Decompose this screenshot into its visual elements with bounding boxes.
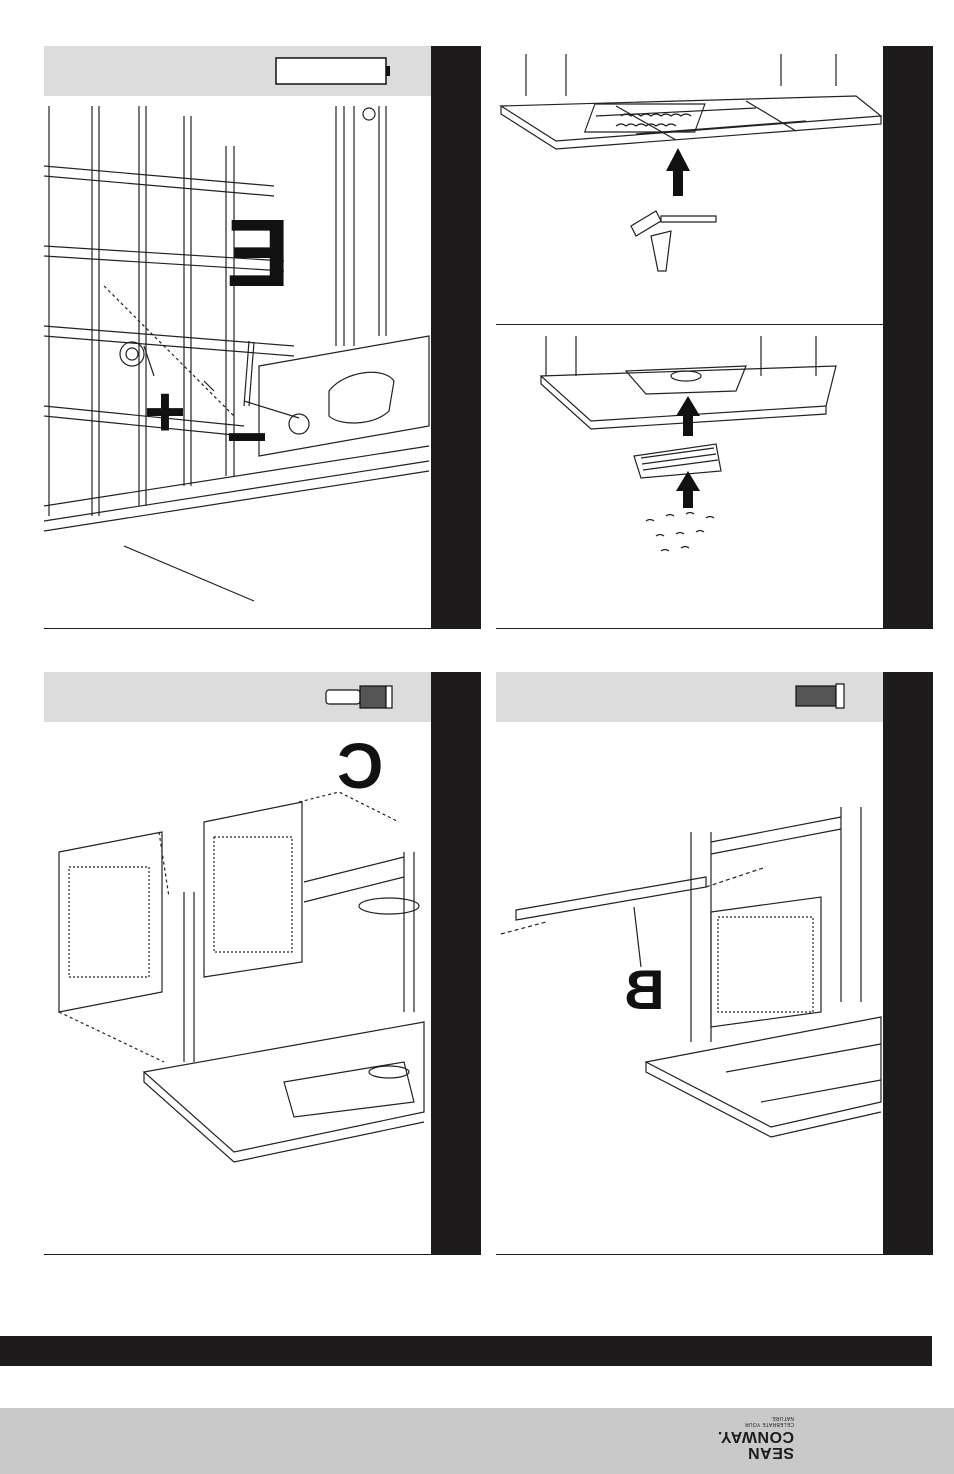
- fire-glass-and-screen-illustration: [496, 46, 933, 628]
- brand-name-line2: CONWAY.: [724, 1428, 794, 1444]
- battery-icon: [276, 58, 390, 84]
- side-panel-attach-illustration: [44, 672, 481, 1254]
- battery-connection-illustration: [44, 46, 481, 628]
- part-label-c: C: [337, 734, 383, 798]
- brand-name-line1: SEAN: [724, 1444, 794, 1460]
- step-panel-top-right: [496, 46, 933, 629]
- step-panel-bottom-right: B: [496, 672, 933, 1255]
- brand-logo: SEAN CONWAY. CELEBRATE YOUR NATURE.: [724, 1414, 794, 1460]
- screw-icon: [326, 686, 392, 708]
- footer-gray-band: [0, 1408, 954, 1474]
- minus-sign: −: [226, 401, 268, 473]
- footer-dark-bar: [0, 1336, 932, 1366]
- brand-tagline: CELEBRATE YOUR NATURE.: [724, 1415, 794, 1427]
- bolt-icon: [796, 684, 844, 708]
- plus-sign: +: [144, 376, 186, 448]
- part-label-e: E: [226, 206, 290, 302]
- support-bar-attach-illustration: [496, 672, 933, 1254]
- step-panel-bottom-left: C: [44, 672, 481, 1255]
- part-label-b: B: [624, 962, 664, 1018]
- step-panel-top-left: E + −: [44, 46, 481, 629]
